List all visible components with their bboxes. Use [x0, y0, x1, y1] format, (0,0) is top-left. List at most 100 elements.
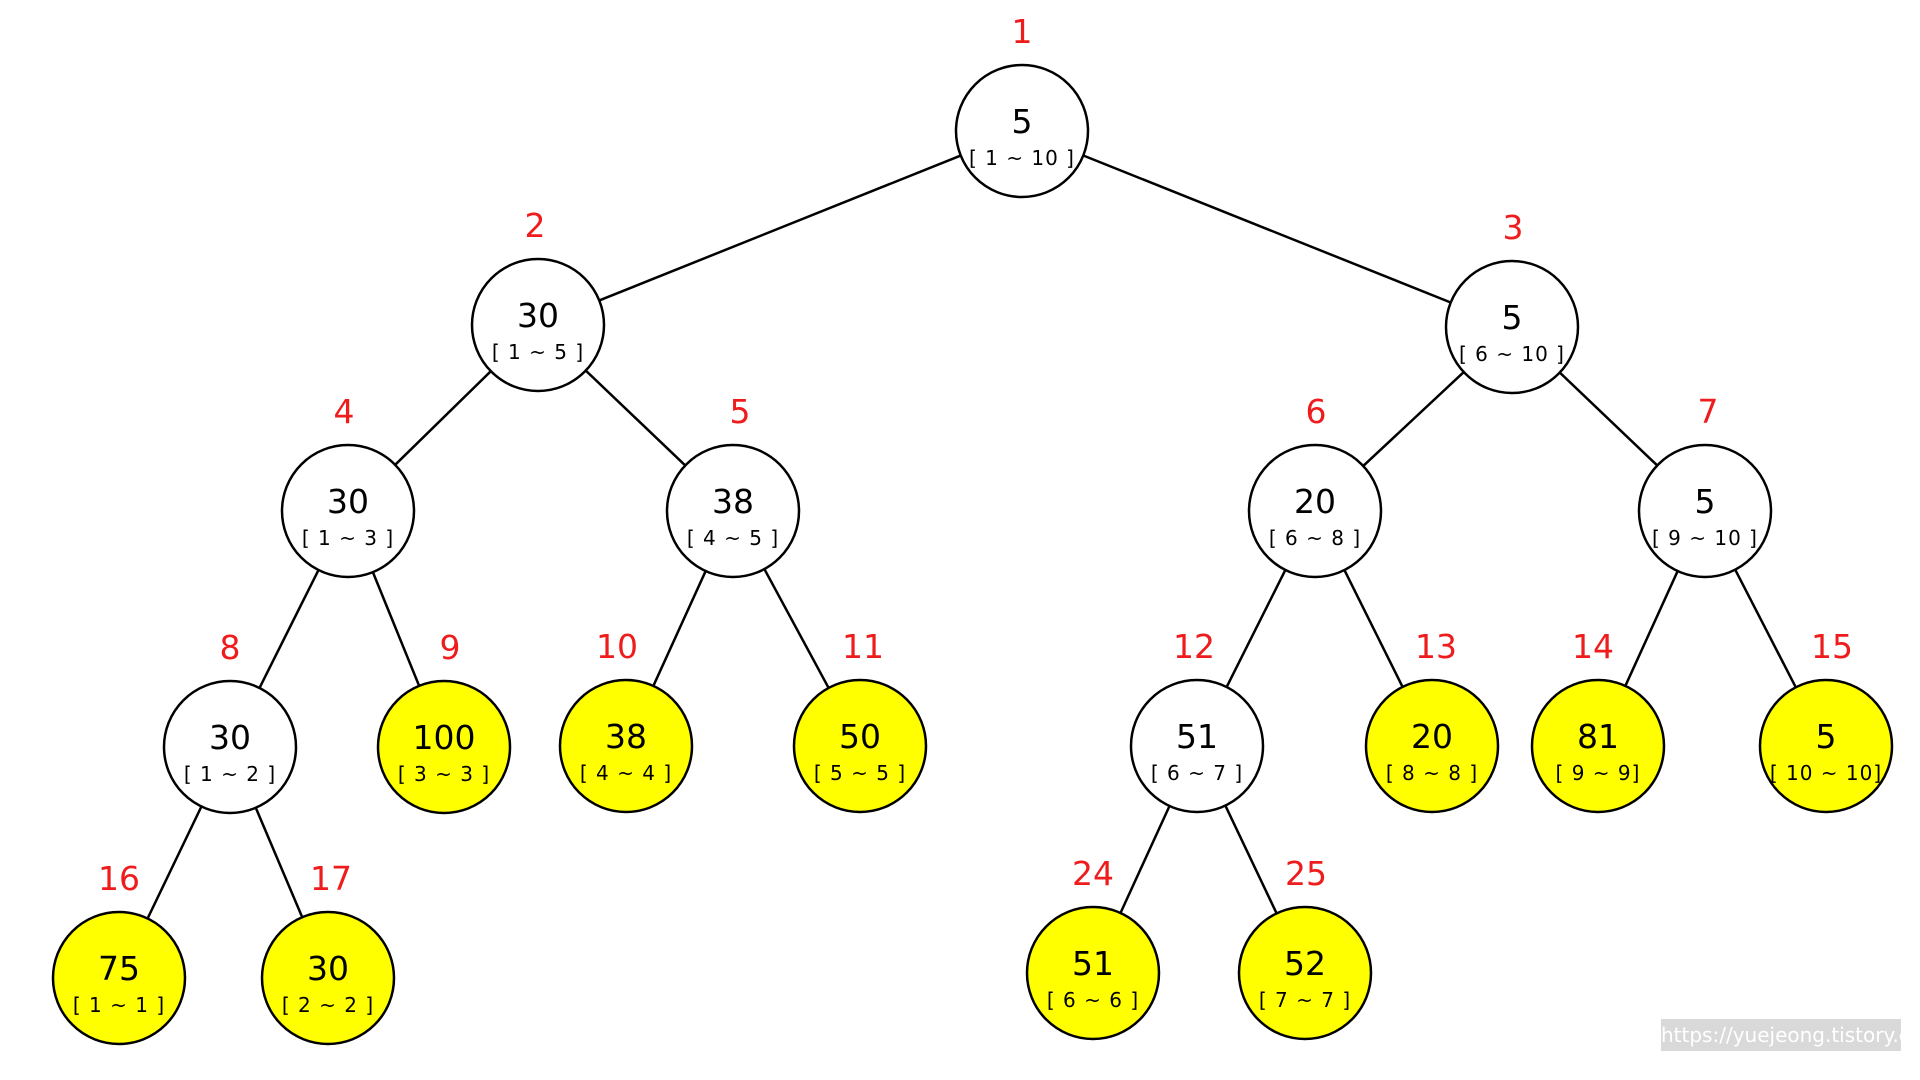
node-range: [ 1 ~ 3 ]: [302, 526, 394, 550]
node-range: [ 10 ~ 10]: [1770, 761, 1882, 785]
leaf-node-circle: [1364, 678, 1500, 814]
edge-1-3: [1082, 154, 1452, 304]
inner-node-circle: [1247, 443, 1383, 579]
node-value: 30: [307, 949, 349, 988]
leaf-node-circle: [376, 679, 512, 815]
tree-node-14: 81 [ 9 ~ 9] 14: [1530, 627, 1666, 814]
node-range: [ 1 ~ 2 ]: [184, 762, 276, 786]
node-value: 20: [1294, 482, 1336, 521]
node-range: [ 9 ~ 10 ]: [1652, 526, 1758, 550]
edge-12-25: [1224, 805, 1278, 914]
node-index-label: 14: [1572, 627, 1614, 666]
node-range: [ 6 ~ 7 ]: [1151, 761, 1243, 785]
leaf-node-circle: [260, 910, 396, 1046]
inner-node-circle: [1444, 259, 1580, 395]
node-index-label: 2: [525, 206, 546, 245]
node-index-label: 5: [730, 392, 751, 431]
inner-node-circle: [280, 443, 416, 579]
edge-6-12: [1225, 569, 1287, 688]
node-value: 5: [1012, 102, 1033, 141]
node-range: [ 2 ~ 2 ]: [282, 993, 374, 1017]
inner-node-circle: [665, 443, 801, 579]
node-value: 51: [1072, 944, 1114, 983]
inner-node-circle: [470, 257, 606, 393]
tree-node-3: 5 [ 6 ~ 10 ] 3: [1444, 208, 1580, 395]
node-index-label: 17: [310, 859, 352, 898]
node-value: 30: [327, 482, 369, 521]
edge-12-24: [1119, 805, 1171, 914]
tree-node-5: 38[ 4 ~ 5 ]5: [665, 392, 801, 579]
node-value: 5: [1695, 482, 1716, 521]
nodes-layer: 5 [ 1 ~ 10 ] 1 30 [ 1 ~ 5 ] 2 5 [ 6 ~ 10 ] 3 30 [ …: [51, 12, 1894, 1046]
node-range: [ 4 ~ 4 ]: [580, 761, 672, 785]
node-range: [ 8 ~ 8 ]: [1386, 761, 1478, 785]
node-index-label: 10: [596, 627, 638, 666]
edge-1-2: [598, 154, 962, 302]
node-range: [ 1 ~ 10 ]: [969, 146, 1075, 170]
node-range: [ 9 ~ 9]: [1556, 761, 1641, 785]
node-range: [ 4 ~ 5 ]: [687, 526, 779, 550]
node-range: [ 7 ~ 7 ]: [1259, 988, 1351, 1012]
leaf-node-circle: [1758, 678, 1894, 814]
node-index-label: 1: [1012, 12, 1033, 51]
edge-8-17: [254, 807, 304, 918]
tree-node-1: 5 [ 1 ~ 10 ] 1: [954, 12, 1090, 199]
node-range: [ 6 ~ 6 ]: [1047, 988, 1139, 1012]
tree-node-12: 51[ 6 ~ 7 ]12: [1129, 627, 1265, 814]
tree-node-2: 30 [ 1 ~ 5 ] 2: [470, 206, 606, 393]
edge-3-7: [1558, 371, 1659, 467]
node-index-label: 15: [1811, 627, 1853, 666]
edge-2-5: [584, 369, 687, 467]
watermark-text: https://yuejeong.tistory.com: [1661, 1019, 1901, 1051]
edge-2-4: [394, 370, 492, 466]
tree-node-10: 38 [ 4 ~ 4 ] 10: [558, 627, 694, 814]
node-index-label: 12: [1173, 627, 1215, 666]
inner-node-circle: [1129, 678, 1265, 814]
edge-5-11: [763, 568, 830, 689]
leaf-node-circle: [792, 678, 928, 814]
leaf-node-circle: [1530, 678, 1666, 814]
node-range: [ 5 ~ 5 ]: [814, 761, 906, 785]
node-range: [ 6 ~ 10 ]: [1459, 342, 1565, 366]
tree-node-7: 5 [ 9 ~ 10 ] 7: [1637, 392, 1773, 579]
node-index-label: 24: [1072, 854, 1114, 893]
edge-4-8: [258, 569, 320, 689]
leaf-node-circle: [51, 910, 187, 1046]
edge-3-6: [1362, 371, 1465, 467]
tree-node-11: 50 [ 5 ~ 5 ] 11: [792, 627, 928, 814]
node-range: [ 1 ~ 1 ]: [73, 993, 165, 1017]
node-value: 30: [517, 296, 559, 335]
node-value: 5: [1502, 298, 1523, 337]
inner-node-circle: [1637, 443, 1773, 579]
node-index-label: 8: [220, 628, 241, 667]
node-range: [ 6 ~ 8 ]: [1269, 526, 1361, 550]
leaf-node-circle: [1025, 905, 1161, 1041]
node-index-label: 9: [440, 628, 461, 667]
leaf-node-circle: [558, 678, 694, 814]
node-range: [ 1 ~ 5 ]: [492, 340, 584, 364]
node-index-label: 7: [1698, 392, 1719, 431]
node-value: 81: [1577, 717, 1619, 756]
tree-node-15: 5[ 10 ~ 10]15: [1758, 627, 1894, 814]
tree-node-13: 20[ 8 ~ 8 ]13: [1364, 627, 1500, 814]
node-index-label: 13: [1415, 627, 1457, 666]
tree-node-17: 30 [ 2 ~ 2 ] 17: [260, 859, 396, 1046]
edge-7-15: [1734, 569, 1797, 688]
node-value: 38: [605, 717, 647, 756]
inner-node-circle: [954, 63, 1090, 199]
node-index-label: 3: [1503, 208, 1524, 247]
node-range: [ 3 ~ 3 ]: [398, 762, 490, 786]
node-value: 75: [98, 949, 140, 988]
tree-node-8: 30 [ 1 ~ 2 ] 8: [162, 628, 298, 815]
node-value: 30: [209, 718, 251, 757]
tree-node-16: 75[ 1 ~ 1 ]16: [51, 859, 187, 1046]
tree-node-4: 30 [ 1 ~ 3 ] 4: [280, 392, 416, 579]
node-index-label: 4: [334, 392, 355, 431]
inner-node-circle: [162, 679, 298, 815]
edge-8-16: [146, 805, 203, 920]
leaf-node-circle: [1237, 905, 1373, 1041]
node-value: 50: [839, 717, 881, 756]
edge-6-13: [1343, 569, 1404, 688]
node-index-label: 11: [842, 627, 884, 666]
